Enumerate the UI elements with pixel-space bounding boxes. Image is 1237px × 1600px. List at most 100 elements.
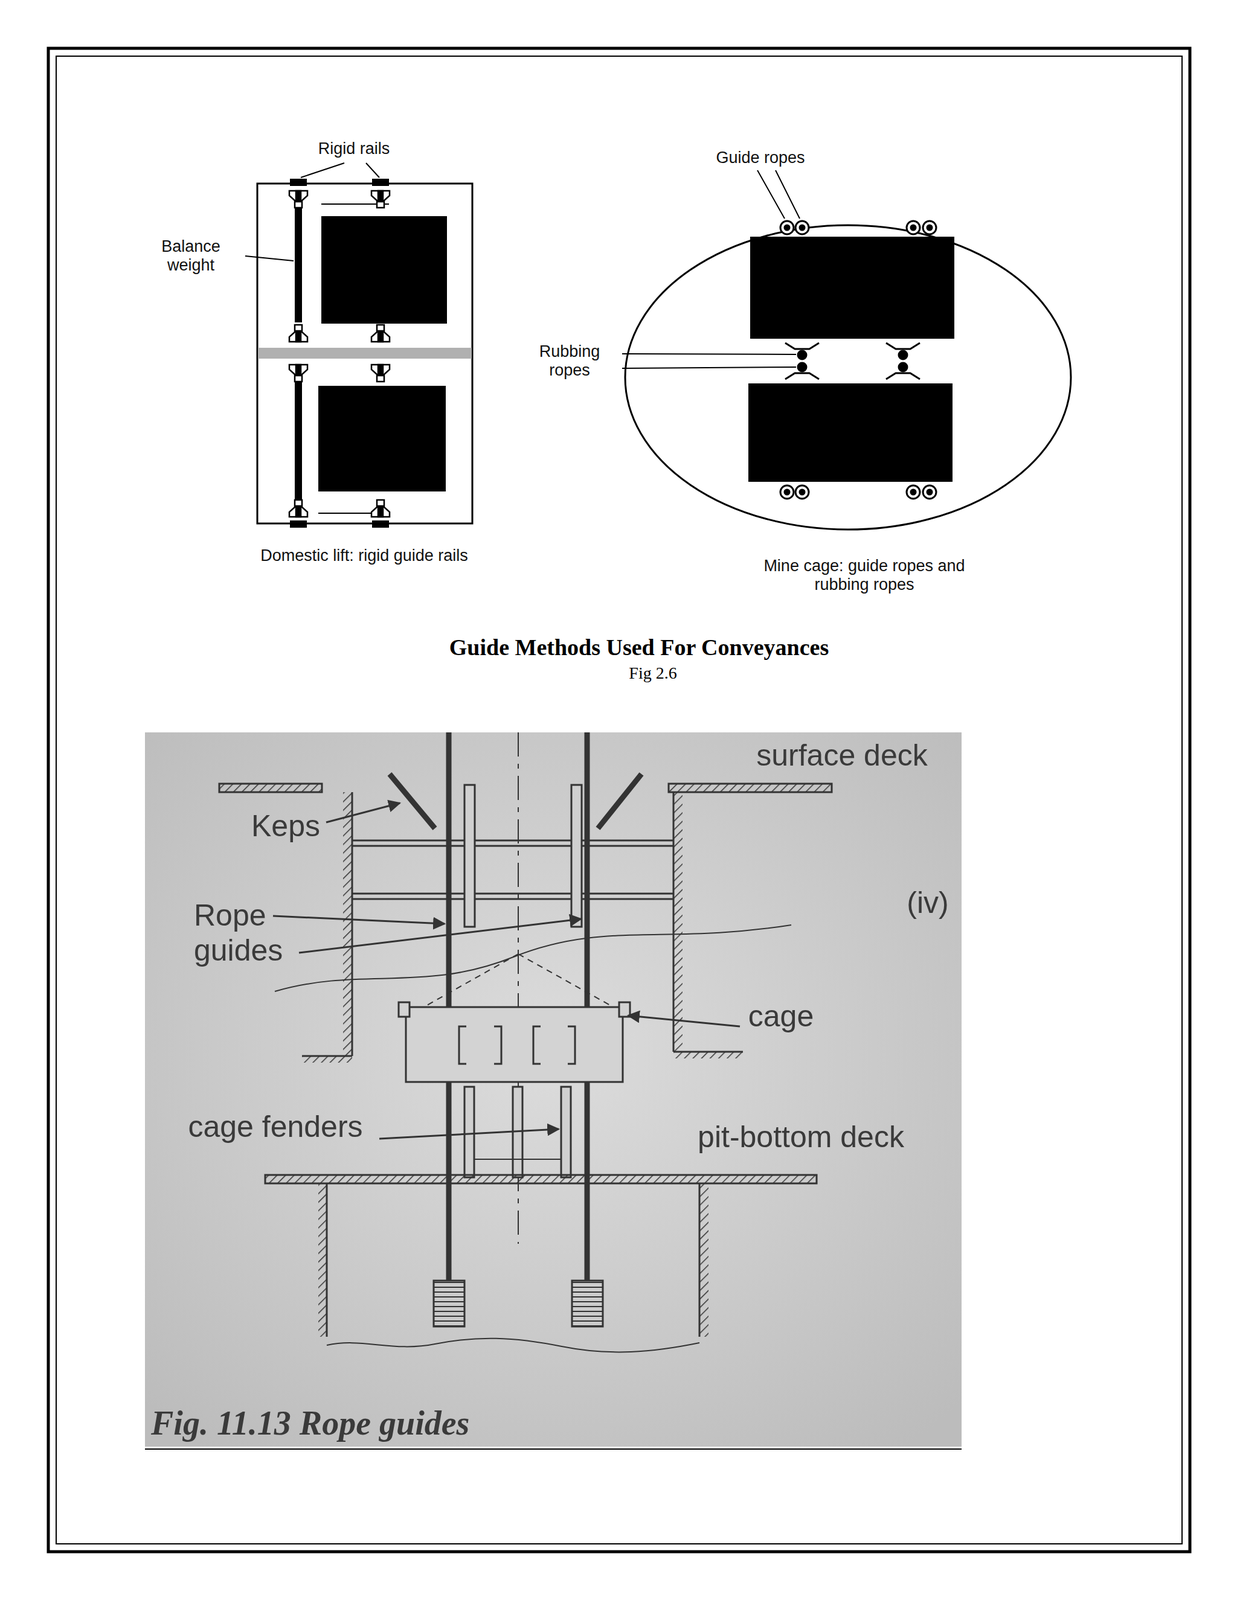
rope-guide-illustration [274,925,792,992]
rope-guide-illustration [352,840,674,842]
rope-guide-illustration [597,774,642,829]
leader-arrow [273,916,445,925]
photo-panel [144,732,962,1448]
leader-line [622,367,797,369]
part-label: Rope guides [193,898,300,969]
leader-arrow [628,1015,740,1027]
leader-line [775,170,800,219]
leader-arrow [379,1129,559,1140]
rope-guide-illustration [571,785,582,928]
lift-shaft-plan [318,385,446,492]
mine-shaft-plan [625,225,1071,530]
page-frame [48,48,1190,1553]
guide-rope [784,225,790,231]
rubbing-rope [886,373,920,380]
guide-rope [906,485,920,499]
rubbing-rope [797,363,807,372]
leader-arrow [273,803,740,1140]
rope-guide-illustration [619,1002,630,1018]
rail-guide-shoe [295,330,301,342]
callout-number: (iv) [906,886,949,922]
rope-guide-illustration [464,785,475,928]
lift-shaft-plan [372,178,389,187]
guide-rope [799,225,805,231]
rope-guide-illustration [518,954,612,1007]
rope-guide-illustration [389,774,435,829]
rail-guide-shoe [371,364,390,382]
figure-caption: Fig. 11.13 Rope guides [151,1404,470,1443]
rail-guide-shoe [371,324,390,342]
leader-line [245,256,294,261]
rope-guide-illustration [571,1281,603,1327]
rubbing-rope [785,343,920,380]
rope-guide-illustration [398,1002,410,1018]
rope-guide-illustration [668,783,832,793]
guide-rope [922,485,937,499]
lift-shaft-plan [372,520,389,528]
guide-rope [906,221,920,235]
leader-line [622,170,800,369]
rope-guide-illustration [352,893,674,896]
rail-guide-shoe [371,190,390,208]
leader-line [366,163,380,178]
leader-line [300,163,345,178]
rubbing-rope [797,350,807,360]
mine-shaft-plan [750,236,955,339]
rail-guide-shoe [295,190,301,202]
rail-guide-shoe [289,324,308,342]
guide-rope [927,489,932,495]
rail-guide-shoe [371,364,390,382]
rope-guide-illustration [698,1183,701,1338]
rope-guide-illustration [219,732,832,1353]
lift-shaft-plan [257,347,472,359]
rail-guide-shoe [371,324,390,342]
rope-guide-illustration [474,1159,562,1161]
rail-guide-shoe [289,364,308,382]
mine-shaft-plan [625,225,1071,530]
lift-shaft-plan [289,178,307,187]
guide-rope [795,485,809,499]
rail-guide-shoe [289,190,308,208]
lift-shaft-plan [321,216,447,324]
rail-guide-shoe [378,364,383,376]
rope-guide-illustration [352,898,674,901]
guide-rope [780,485,794,499]
rope-guide-illustration [326,1339,700,1353]
rope-guide-illustration [425,954,519,1007]
guide-rope [927,225,932,231]
leader-line [757,170,785,219]
rope-guide-illustration [343,792,352,1057]
rope-guide-illustration [405,1007,623,1083]
rope-guide-illustration [533,1026,541,1065]
guide-rope [780,221,794,235]
guide-rope [795,221,809,235]
rail-guide-shoe [371,500,390,518]
part-label: pit-bottom deck [697,1120,905,1156]
part-label: Balance weight [139,237,243,275]
rope-guide-illustration [672,792,675,1053]
part-label: Guide ropes [715,148,805,168]
part-label: Keps [251,809,321,845]
rail-guide-shoe [371,500,390,518]
rope-guide-illustration [433,1281,465,1327]
rail-guide-shoe [289,324,308,342]
rope-guide-illustration [674,792,683,1053]
lift-shaft-plan [289,520,307,528]
rope-guide-illustration [351,792,354,1057]
rail-guide-shoe [371,190,390,208]
rope-guide-illustration [265,1175,817,1184]
rubbing-rope [898,350,908,360]
rope-guide-illustration [318,1183,327,1338]
rail-guide-shoe [289,500,308,518]
leader-arrow [326,803,400,823]
rope-guide-illustration [567,1026,576,1065]
figure-number: Fig 2.6 [628,663,677,684]
figure-caption: Domestic lift: rigid guide rails [260,546,469,566]
mine-shaft-plan [748,383,953,482]
leader-line [622,353,797,355]
rail-guide-shoe [289,364,308,382]
rail-guide-shoe [289,190,390,518]
part-label: cage [748,999,814,1035]
